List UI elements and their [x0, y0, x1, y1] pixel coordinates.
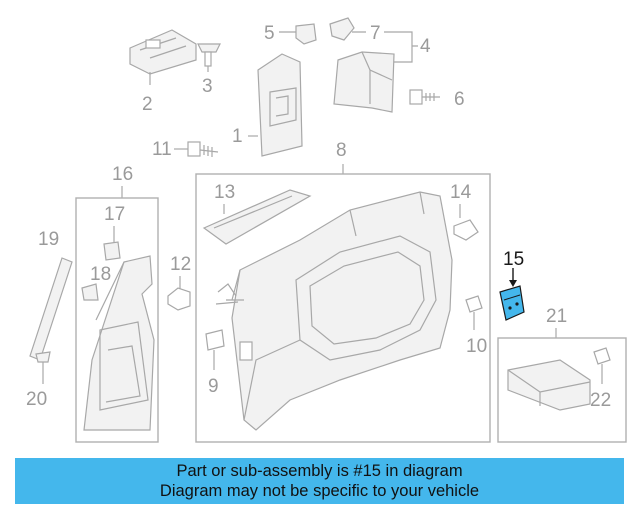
callout-20: 20 [26, 389, 47, 410]
callout-2: 2 [142, 94, 153, 115]
part-4-cover [333, 51, 395, 113]
part-10-clip [465, 295, 483, 313]
callout-6: 6 [454, 89, 465, 110]
part-12-clip [167, 287, 191, 311]
callout-4: 4 [420, 36, 431, 57]
callout-11: 11 [152, 139, 172, 160]
callout-18: 18 [90, 264, 111, 285]
part-20-clip [35, 351, 51, 384]
part-14-cover [453, 219, 479, 241]
part-1-pillar-trim [257, 53, 303, 157]
group-8-frame [195, 173, 491, 443]
callout-8: 8 [336, 140, 347, 161]
banner-line-1: Part or sub-assembly is #15 in diagram [176, 462, 463, 480]
part-21-lamp [507, 359, 591, 411]
info-banner: Part or sub-assembly is #15 in diagram D… [15, 458, 624, 504]
callout-7: 7 [370, 23, 381, 44]
callout-5: 5 [264, 23, 275, 44]
parts-diagram: 2 3 5 7 4 6 1 11 16 19 [26, 17, 627, 443]
part-16-panel [83, 255, 155, 431]
part-5-clip [295, 23, 317, 45]
callout-22: 22 [590, 390, 611, 411]
part-17-clip [103, 241, 121, 261]
part-22-screw [593, 347, 611, 365]
callout-15: 15 [503, 249, 524, 270]
callout-10: 10 [466, 336, 487, 357]
part-18-clip [81, 283, 99, 301]
part-8-quarter-panel [215, 191, 453, 431]
banner-line-2: Diagram may not be specific to your vehi… [159, 482, 480, 500]
part-19-molding [29, 257, 73, 361]
callout-9: 9 [208, 376, 219, 397]
callout-19: 19 [38, 229, 59, 250]
callout-1: 1 [232, 126, 243, 147]
callout-21: 21 [546, 306, 567, 327]
callout-13: 13 [214, 182, 235, 203]
part-3-clip [197, 43, 221, 72]
callout-14: 14 [450, 182, 472, 203]
part-11-screw [187, 141, 219, 157]
callout-17: 17 [104, 204, 125, 225]
part-7-clip [329, 17, 355, 41]
part-13-trim [202, 189, 312, 245]
group-16-frame [75, 197, 159, 443]
part-2-bracket [129, 29, 197, 85]
callout-12: 12 [170, 254, 191, 275]
callout-3: 3 [202, 76, 213, 97]
callout-16: 16 [112, 164, 133, 185]
part-9-clip [205, 329, 225, 351]
part-6-bolt [409, 89, 440, 105]
group-21-frame [497, 337, 627, 443]
part-15-bracket [499, 285, 525, 321]
